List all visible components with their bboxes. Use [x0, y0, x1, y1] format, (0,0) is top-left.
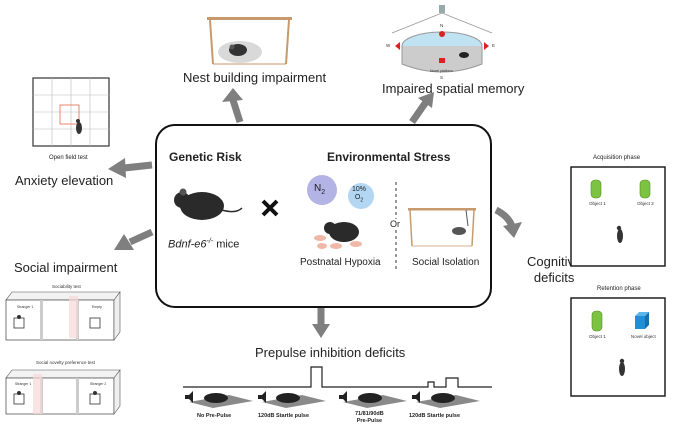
object2-label: Object 2 [637, 201, 654, 206]
arrow-to-social-head [114, 234, 134, 250]
startle2-label: 120dB Startle pulse [409, 413, 461, 419]
object1-a-label: Object 1 [589, 201, 606, 206]
anxiety-label: Anxiety elevation [15, 173, 114, 188]
speaker-mute-icon [185, 391, 193, 403]
n2-circle [307, 175, 337, 205]
no-prepulse-label: No Pre-Pulse [197, 413, 232, 419]
maze-caption: Novel platform [430, 69, 453, 73]
ppi-panel-3 [343, 393, 407, 408]
novelty-test-label: Social novelty preference test [36, 360, 96, 365]
mice-gene-label: Bdnf-e6-/- mice [168, 238, 240, 251]
arrow-to-cognitive-head [503, 222, 522, 238]
social-impairment-label: Social impairment [14, 260, 118, 275]
arrow-to-anxiety-head [108, 158, 126, 178]
empty-label: Empty [92, 305, 102, 309]
ppi-panel-1 [189, 393, 253, 408]
postnatal-hypoxia-label: Postnatal Hypoxia [300, 257, 381, 268]
object1-b-label: Object 1 [589, 334, 606, 339]
o2-circle [348, 183, 374, 209]
maze-w: W [386, 43, 391, 48]
environmental-stress-title: Environmental Stress [327, 150, 451, 164]
ppi-panel-2 [262, 393, 326, 408]
maze-s: S [440, 75, 444, 80]
arrow-to-maze [409, 99, 429, 125]
startle1-label: 120dB Startle pulse [258, 413, 310, 419]
ppi-label: Prepulse inhibition deficits [255, 345, 406, 360]
stranger1-a-label: Stranger 1 [17, 305, 34, 309]
speaker-icon-3 [412, 391, 420, 403]
novel-object-label: Novel object [631, 334, 656, 339]
maze-e: E [492, 43, 496, 48]
speaker-icon [258, 391, 266, 403]
retention-label: Retention phase [597, 286, 641, 292]
arrow-to-ppi-head [312, 324, 330, 338]
or-label: Or [389, 219, 401, 229]
social-isolation-label: Social Isolation [412, 257, 480, 268]
n2-label: N2 [314, 183, 326, 196]
genetic-risk-title: Genetic Risk [169, 150, 242, 164]
nest-building-label: Nest building impairment [183, 70, 327, 85]
arrow-to-nest-head [222, 88, 243, 102]
stranger2-label: Stranger 2 [90, 382, 107, 386]
acquisition-label: Acquisition phase [593, 155, 641, 161]
arrow-to-nest [229, 98, 244, 124]
stranger1-b-label: Stranger 1 [15, 382, 32, 386]
ppi-panel-4 [416, 393, 480, 408]
mouse-head [174, 192, 190, 208]
speaker-icon-2 [339, 391, 347, 403]
mother-mouse [329, 222, 359, 242]
mouse-body [180, 192, 224, 220]
maze-n: N [440, 23, 444, 28]
o2-label: 10%O2 [352, 186, 367, 204]
arrow-to-maze-head [418, 92, 434, 108]
arrow-to-social [128, 228, 154, 246]
spatial-memory-label: Impaired spatial memory [382, 81, 525, 96]
arrow-to-anxiety [123, 161, 153, 172]
sociability-test-label: Sociability test [52, 284, 81, 289]
open-field-label: Open field test [49, 155, 88, 161]
